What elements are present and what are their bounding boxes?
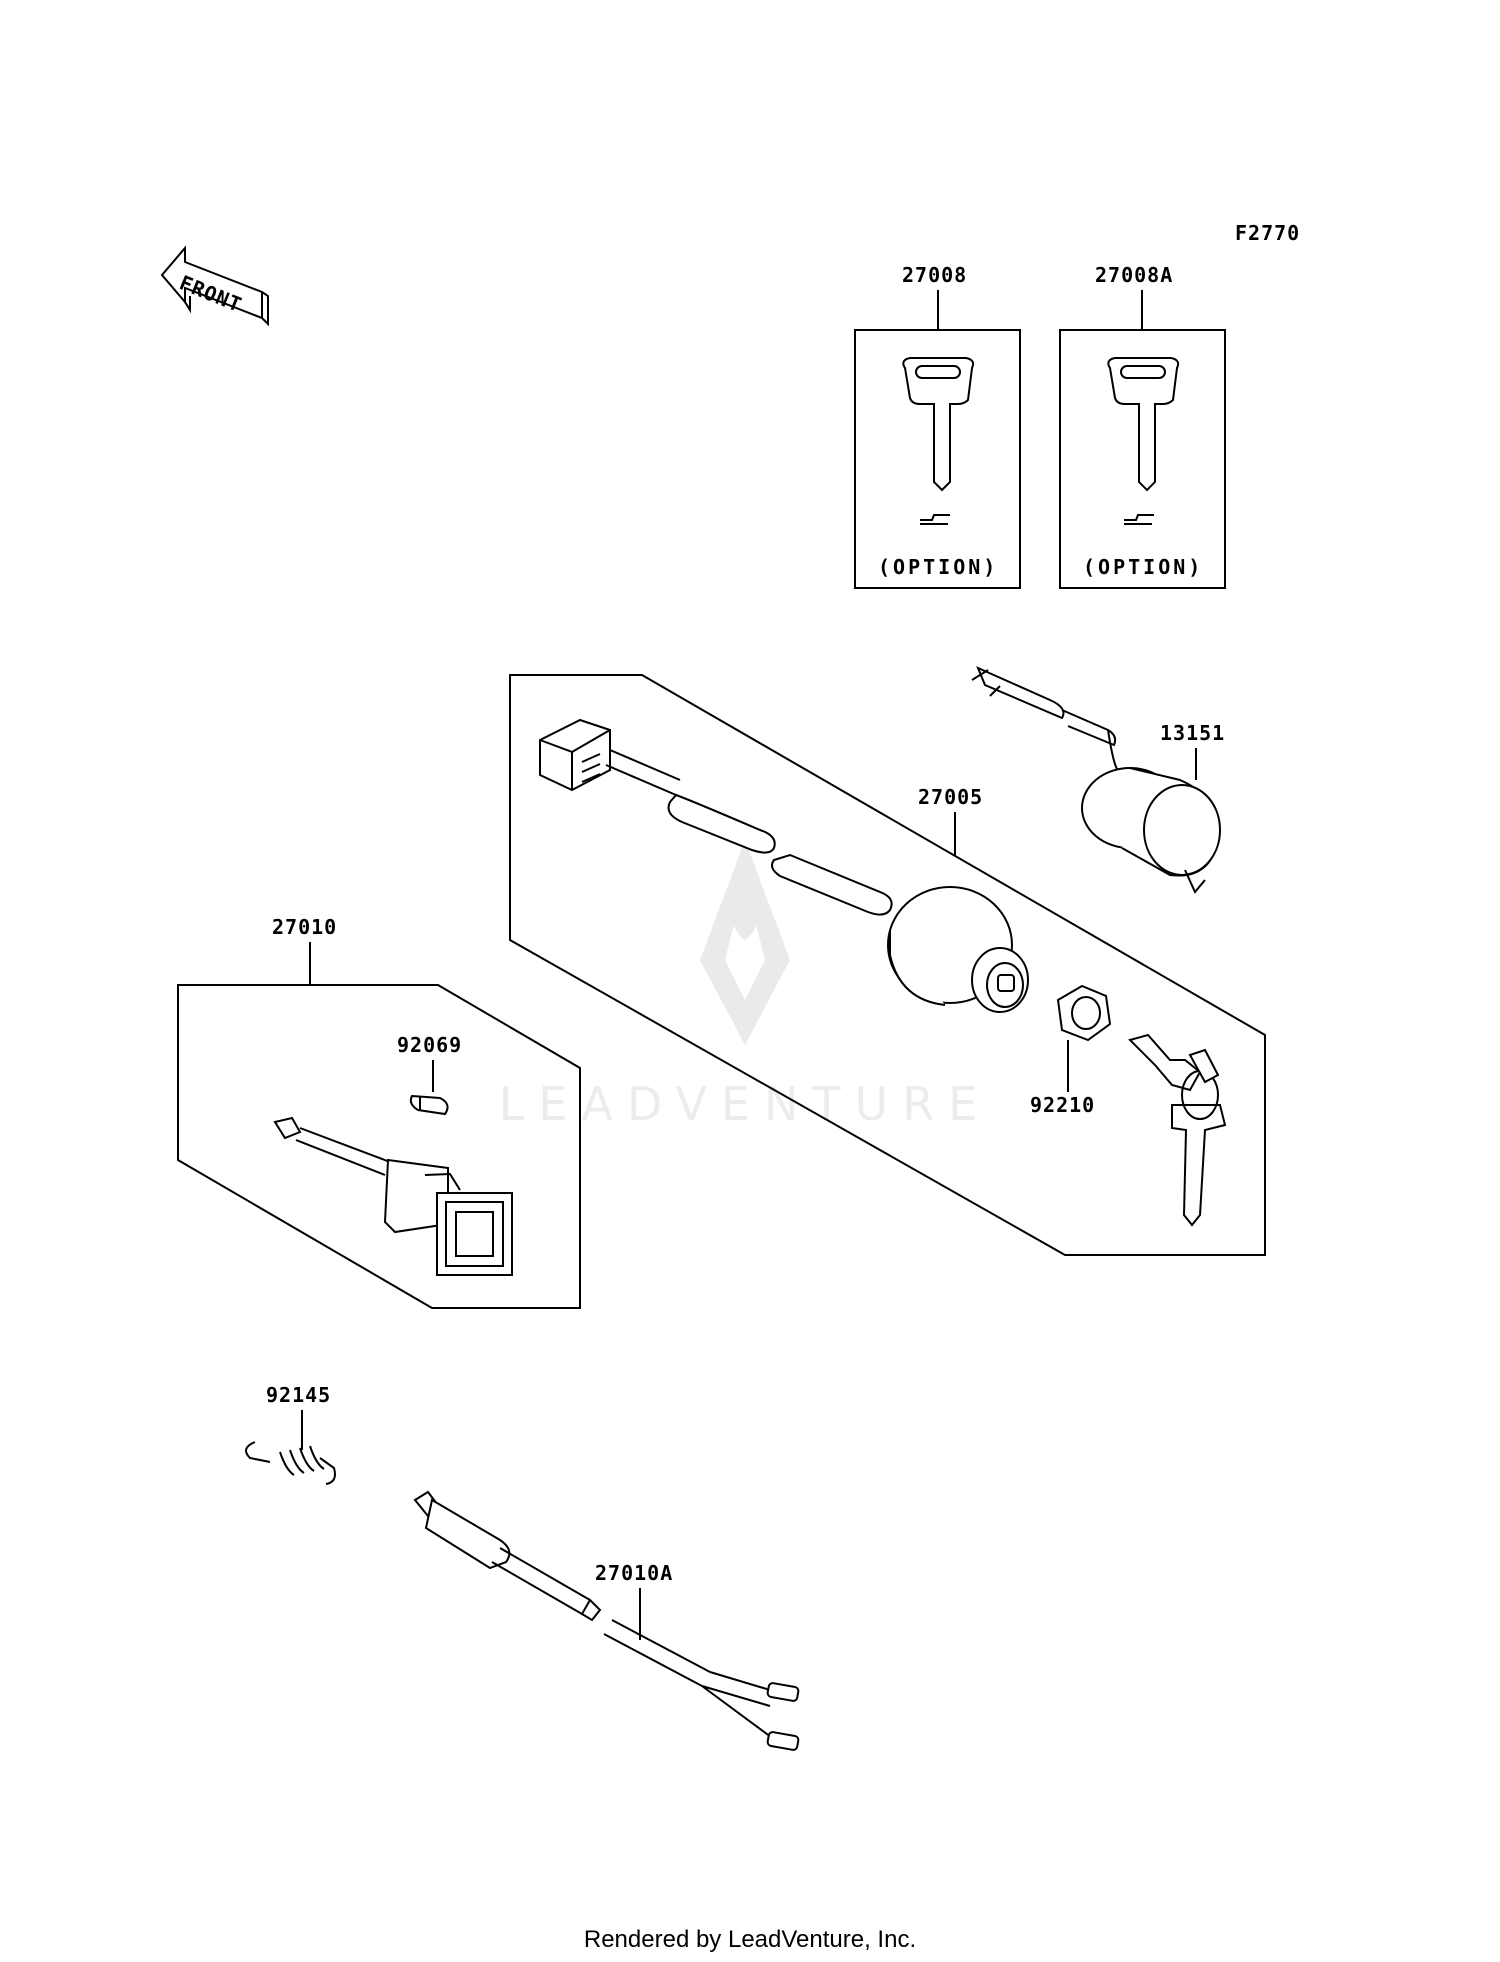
key-27008A[interactable]: 27008A (OPTION) (1059, 263, 1226, 589)
ignition-switch-27005[interactable]: 27005 92210 (509, 674, 1266, 1256)
front-label: FRONT (176, 270, 245, 317)
lock-cylinder-13151[interactable]: 13151 (971, 666, 1225, 894)
rocker-switch-icon (273, 1116, 513, 1276)
label-27010: 27010 (272, 915, 337, 939)
nut-92210[interactable]: 92210 (1030, 984, 1112, 1117)
label-27005: 27005 (918, 785, 983, 809)
label-92145: 92145 (266, 1383, 331, 1407)
key-icon (1107, 357, 1180, 492)
label-13151: 13151 (1160, 721, 1225, 745)
spring-92145[interactable]: 92145 (245, 1383, 336, 1485)
label-27008A: 27008A (1095, 263, 1173, 287)
option-label-27008A: (OPTION) (1083, 555, 1203, 579)
option-label-27008: (OPTION) (878, 555, 998, 579)
label-27010A: 27010A (595, 1561, 673, 1585)
watermark: LEADVENTURE (499, 840, 992, 1131)
key-ring-icon (1128, 1033, 1227, 1227)
key-icon (902, 357, 975, 492)
diagram-code: F2770 (1235, 221, 1300, 245)
switch-27010[interactable]: 27010 92069 (177, 915, 581, 1309)
connector-icon (539, 718, 611, 792)
bulb-92069[interactable]: 92069 (397, 1033, 462, 1116)
label-92069: 92069 (397, 1033, 462, 1057)
watermark-text: LEADVENTURE (499, 1077, 992, 1131)
label-92210: 92210 (1030, 1093, 1095, 1117)
switch-body-icon (887, 886, 1029, 1013)
label-27008: 27008 (902, 263, 967, 287)
switch-27010A[interactable]: 27010A (413, 1490, 800, 1751)
front-arrow-icon: FRONT (160, 245, 269, 327)
key-27008[interactable]: 27008 (OPTION) (854, 263, 1021, 589)
footer-credit: Rendered by LeadVenture, Inc. (584, 1926, 916, 1953)
